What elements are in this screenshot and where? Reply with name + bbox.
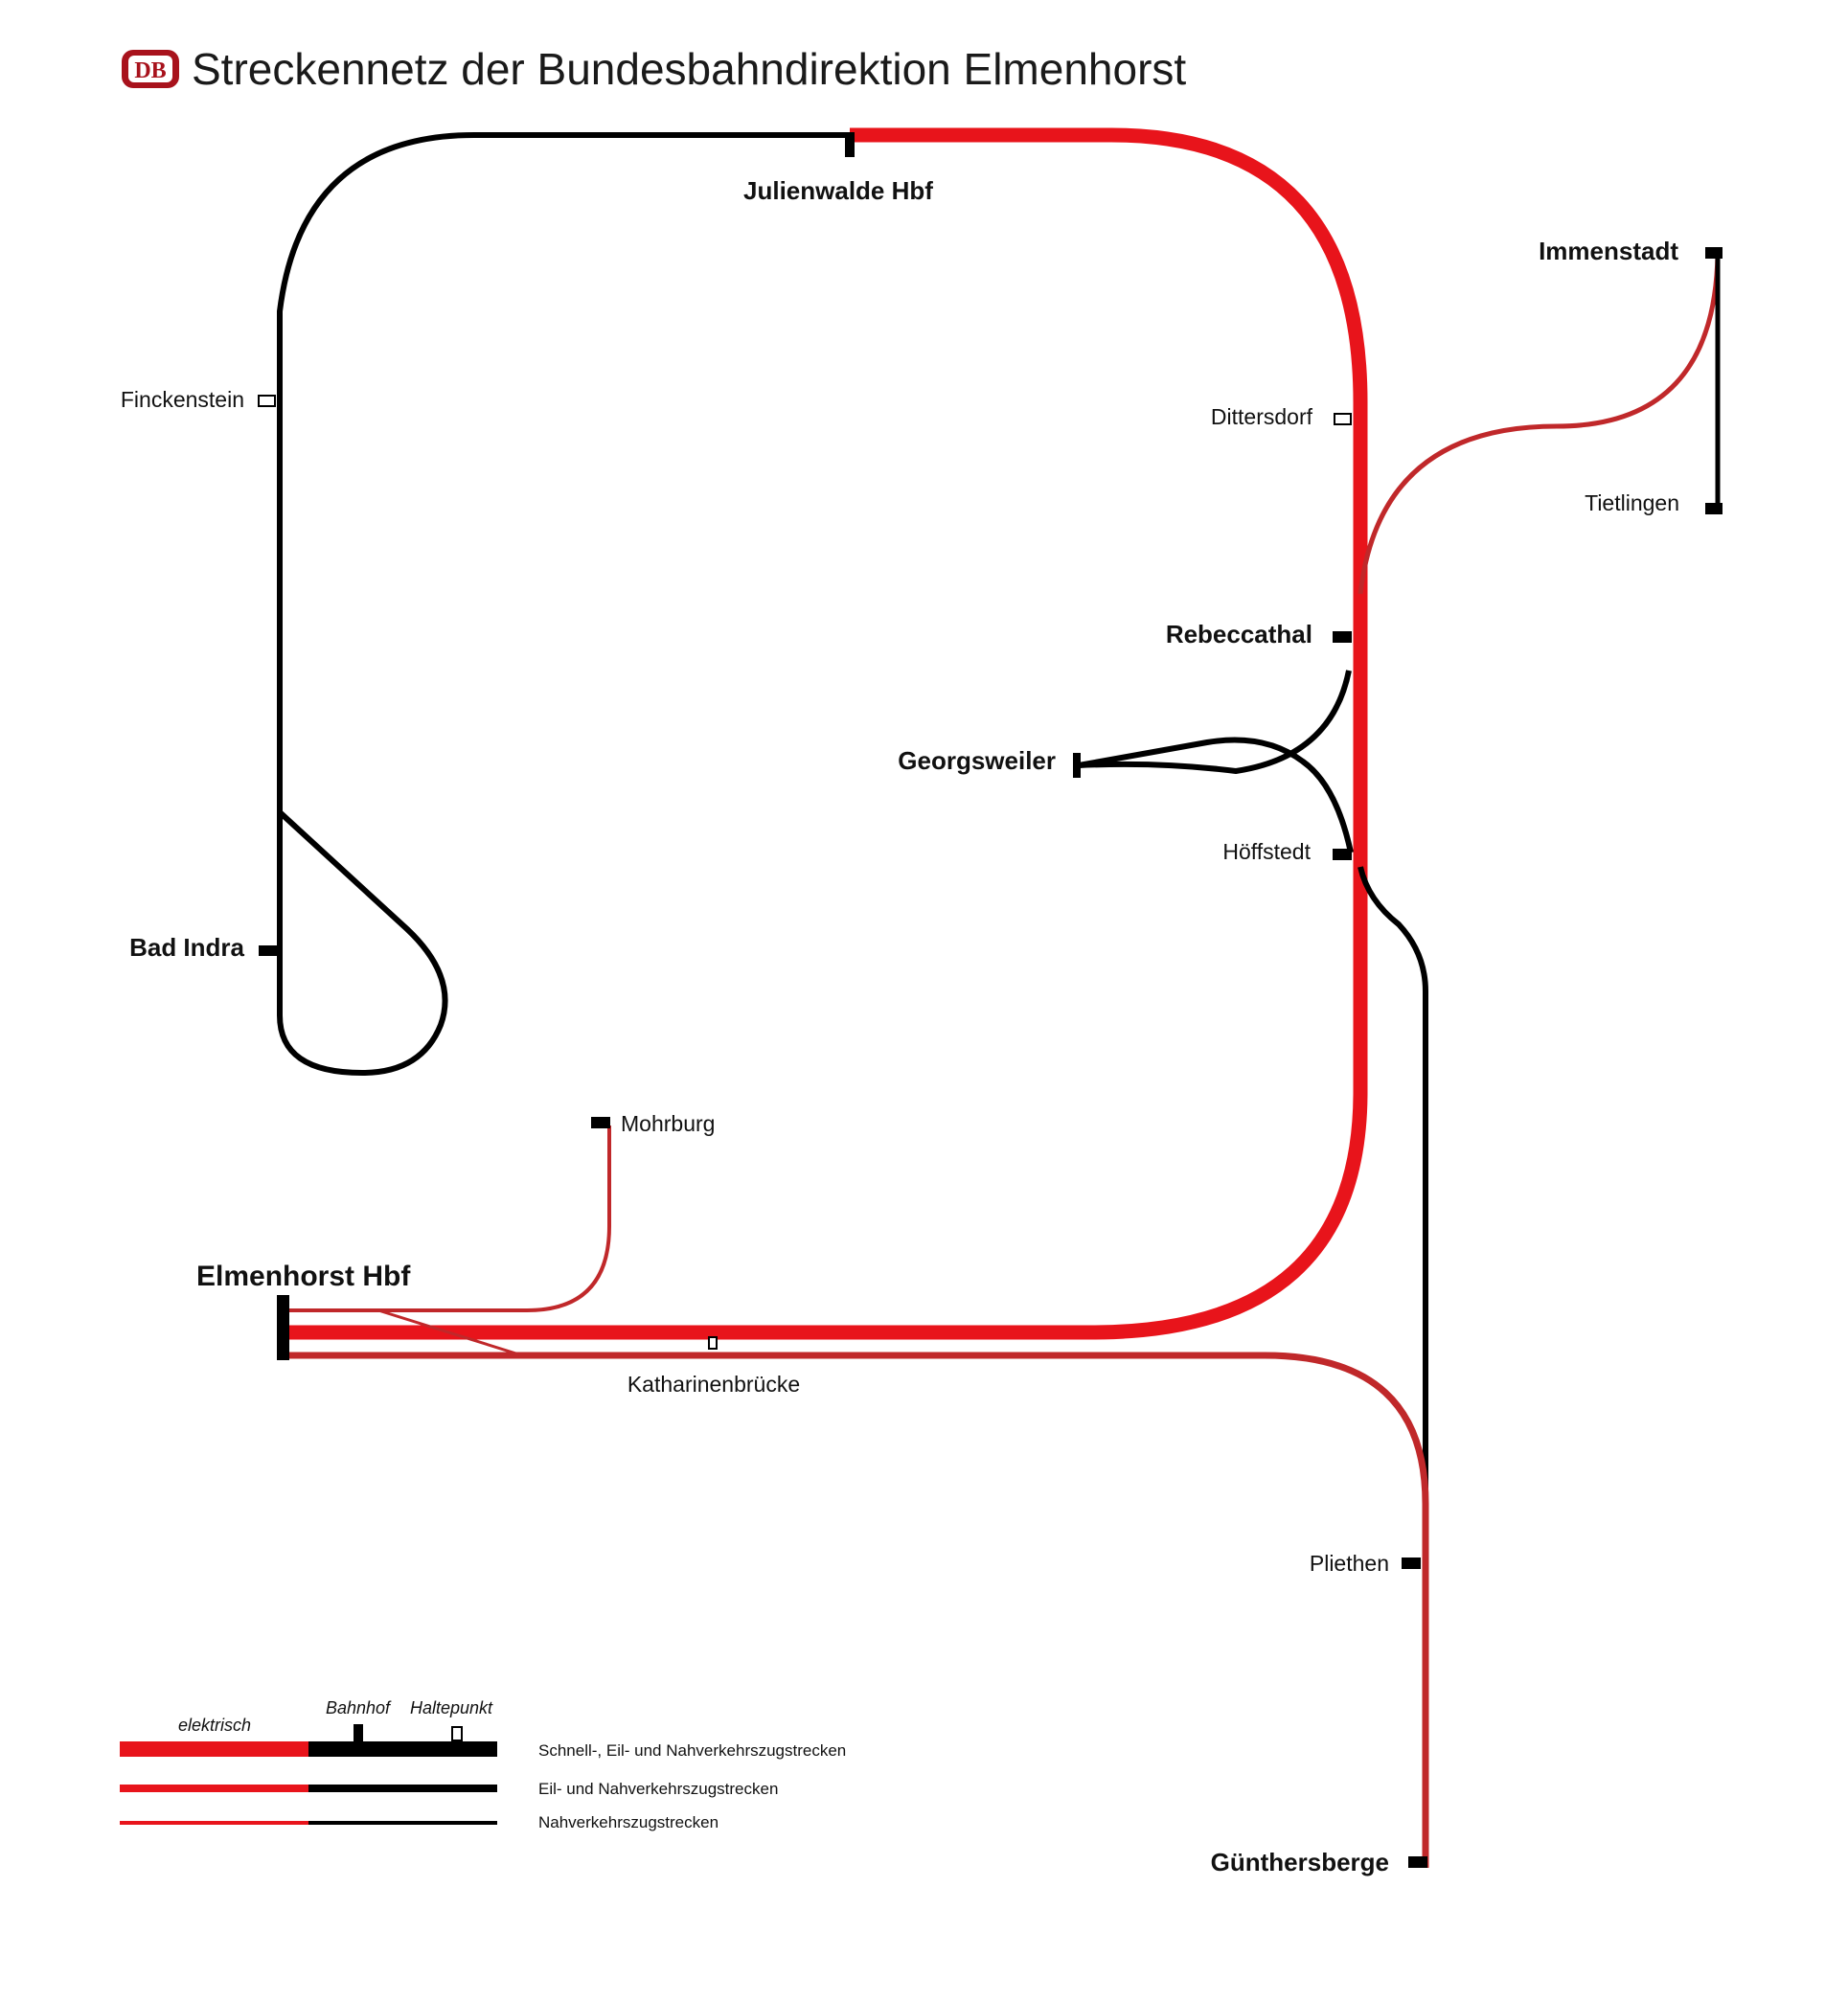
map-legend: elektrisch Bahnhof Haltepunkt Schnell-, … [120, 1698, 846, 1831]
station-marker-julienwalde [845, 132, 855, 157]
label-dittersdorf: Dittersdorf [1211, 404, 1313, 429]
track-julienwalde-bad-indra [277, 132, 850, 1015]
legend-line-type-3: Nahverkehrszugstrecken [538, 1813, 719, 1831]
label-elmenhorst: Elmenhorst Hbf [196, 1261, 411, 1292]
halt-marker-dittersdorf [1334, 413, 1352, 425]
track-crossover [377, 1308, 523, 1357]
label-immenstadt: Immenstadt [1539, 237, 1678, 265]
map-title: DB Streckennetz der Bundesbahndirektion … [122, 44, 1186, 94]
station-marker-mohrburg [591, 1117, 610, 1128]
legend-haltepunkt-marker [451, 1726, 463, 1741]
legend-line-medium-nonelectric [308, 1785, 497, 1792]
label-mohrburg: Mohrburg [621, 1111, 715, 1136]
station-marker-elmenhorst [277, 1295, 289, 1360]
track-bad-indra-loop [277, 809, 448, 1076]
label-pliethen: Pliethen [1310, 1551, 1389, 1576]
station-marker-rebeccathal [1333, 631, 1352, 643]
label-guenthersberge: Günthersberge [1211, 1848, 1389, 1876]
legend-line-thick-nonelectric [308, 1741, 497, 1757]
track-georgsweiler-hoeffstedt [1078, 737, 1354, 853]
label-tietlingen: Tietlingen [1585, 490, 1679, 515]
legend-line-thin-nonelectric [308, 1821, 497, 1825]
label-georgsweiler: Georgsweiler [898, 746, 1056, 775]
legend-line-thin-electric [120, 1821, 308, 1825]
label-bad-indra: Bad Indra [129, 933, 244, 962]
halt-marker-finckenstein [258, 395, 276, 407]
legend-line-medium-electric [120, 1785, 308, 1792]
station-marker-hoeffstedt [1333, 849, 1352, 860]
track-georgsweiler-rebeccathal [1078, 670, 1352, 774]
legend-bahnhof-label: Bahnhof [326, 1698, 392, 1717]
page-title: Streckennetz der Bundesbahndirektion Elm… [192, 44, 1186, 94]
label-katharinenbruecke: Katharinenbrücke [627, 1372, 800, 1397]
db-logo-text: DB [134, 58, 166, 83]
label-finckenstein: Finckenstein [121, 387, 244, 412]
track-elmenhorst-mohrburg [287, 1126, 611, 1312]
station-marker-tietlingen [1705, 503, 1723, 514]
track-main-electric [287, 127, 1368, 1340]
halt-marker-katharinenbruecke [708, 1336, 718, 1350]
legend-haltepunkt-label: Haltepunkt [410, 1698, 493, 1717]
legend-bahnhof-marker [354, 1724, 363, 1743]
track-immenstadt-branch [1357, 253, 1721, 595]
station-marker-guenthersberge [1408, 1856, 1427, 1868]
station-marker-georgsweiler [1073, 753, 1081, 778]
station-marker-bad-indra [259, 945, 278, 956]
label-julienwalde: Julienwalde Hbf [743, 176, 933, 205]
legend-line-type-1: Schnell-, Eil- und Nahverkehrszugstrecke… [538, 1741, 846, 1760]
legend-line-type-2: Eil- und Nahverkehrszugstrecken [538, 1780, 778, 1798]
label-hoeffstedt: Höffstedt [1222, 839, 1311, 864]
label-rebeccathal: Rebeccathal [1166, 620, 1312, 648]
station-marker-immenstadt [1705, 247, 1723, 259]
station-markers [258, 132, 1723, 1868]
legend-line-thick-electric [120, 1741, 308, 1757]
legend-electric-label: elektrisch [178, 1716, 251, 1735]
station-labels: Julienwalde Hbf Finckenstein Dittersdorf… [121, 176, 1679, 1876]
track-elmenhorst-guenthersberge [287, 1352, 1429, 1868]
db-logo-inner [128, 56, 172, 82]
track-hoeffstedt-pliethen [1357, 866, 1428, 1494]
station-marker-pliethen [1402, 1558, 1421, 1569]
